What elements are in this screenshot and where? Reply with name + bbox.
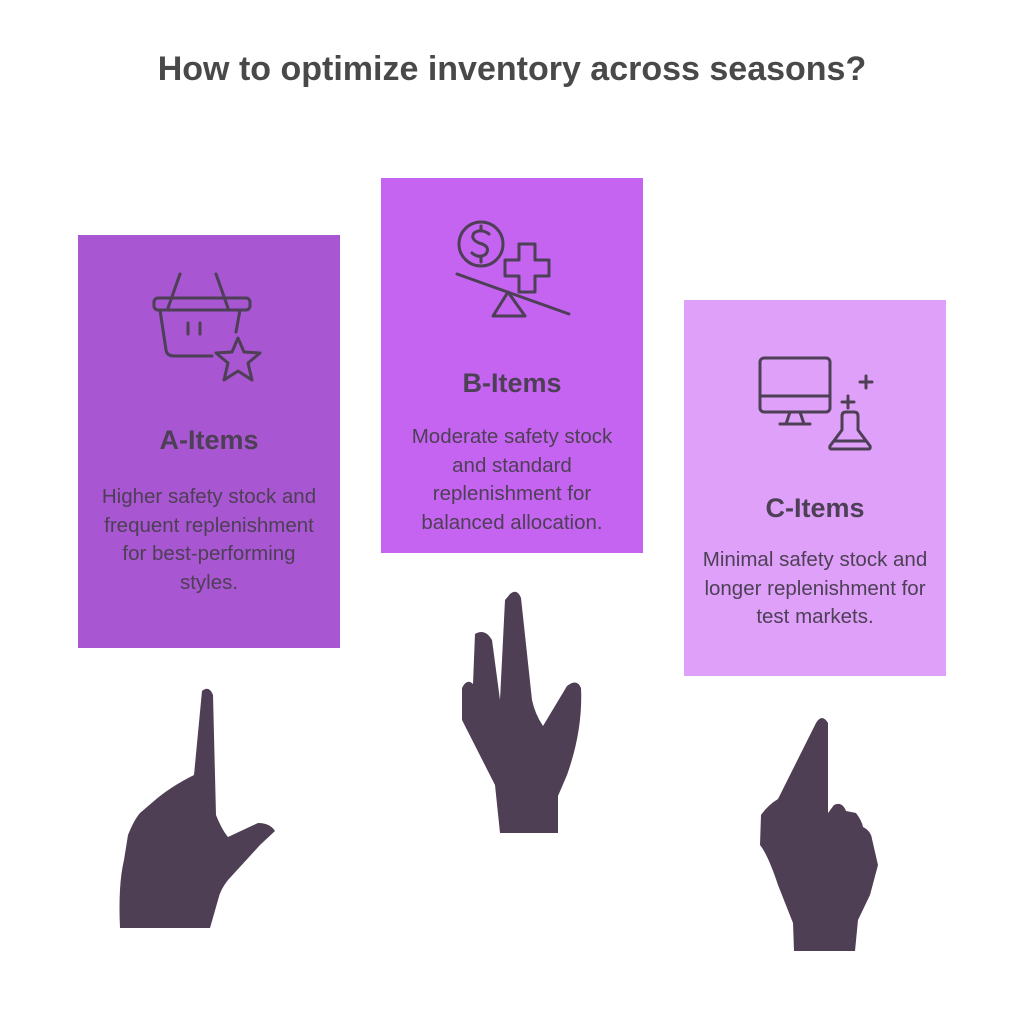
pointing-hand-icon — [119, 688, 275, 928]
pointing-hand-icon — [760, 718, 878, 951]
card-title: C-Items — [765, 493, 865, 523]
card-title: B-Items — [462, 368, 562, 398]
card-description: Moderate safety stock and standard reple… — [411, 425, 613, 534]
pointing-hand-icon — [462, 591, 582, 833]
card-b-items: B-Items Moderate safety stock and standa… — [381, 178, 643, 553]
balance-dollar-plus-icon — [455, 220, 571, 318]
card-description: Higher safety stock and frequent repleni… — [101, 485, 317, 594]
card-c-items: C-Items Minimal safety stock and longer … — [684, 300, 946, 676]
basket-star-icon — [152, 272, 262, 382]
card-title: A-Items — [159, 425, 259, 455]
monitor-flask-icon — [758, 356, 874, 451]
card-a-items: A-Items Higher safety stock and frequent… — [78, 235, 340, 648]
card-description: Minimal safety stock and longer replenis… — [702, 548, 928, 628]
page-title: How to optimize inventory across seasons… — [157, 50, 867, 88]
